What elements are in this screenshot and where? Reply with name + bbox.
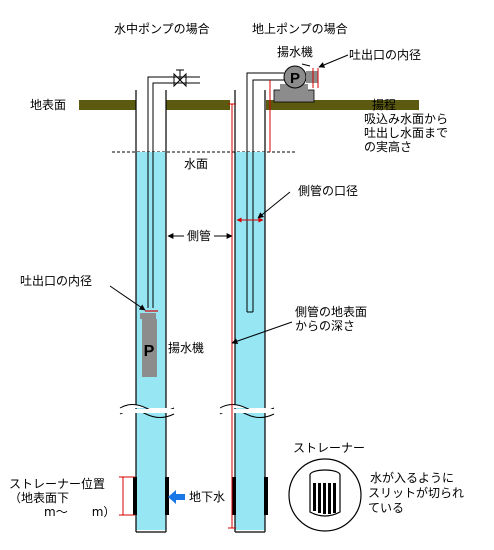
- surface-pump: P: [273, 65, 318, 103]
- label-groundwater: 地下水: [189, 490, 226, 504]
- ground-surface: [79, 100, 419, 110]
- label-slit-note-2: スリットが切られ: [368, 486, 465, 500]
- break-marks: [119, 404, 276, 418]
- label-water-surface: 水面: [184, 157, 209, 171]
- groundwater-arrow-icon: [168, 490, 185, 504]
- left-discharge-pipe: [147, 69, 200, 308]
- label-strainer-position-1: ストレーナー位置: [9, 477, 106, 491]
- label-ground-surface: 地表面: [30, 98, 67, 112]
- label-lift-height-2: 吸込み水面から: [364, 112, 449, 126]
- heading-submersible: 水中ポンプの場合: [114, 22, 210, 36]
- strainer-icon: [288, 458, 362, 532]
- pump-letter-left: P: [144, 343, 155, 360]
- casing-depth-dimension: [228, 103, 236, 529]
- pump-letter-right: P: [290, 70, 300, 87]
- label-lift-height-1: 揚程: [372, 98, 397, 112]
- label-outlet-diameter-left: 吐出口の内径: [20, 274, 93, 288]
- label-strainer-title: ストレーナー: [293, 441, 366, 455]
- right-suction-pipe: [246, 72, 284, 313]
- heading-surface-pump: 地上ポンプの場合: [252, 22, 348, 36]
- submersible-pump: P: [140, 313, 157, 377]
- strainer-position-dimension: [119, 476, 135, 516]
- right-well-water: [235, 152, 265, 530]
- label-strainer-position-2: （地表面下: [9, 491, 70, 505]
- label-pump-unit-top: 揚水機: [277, 45, 314, 59]
- label-casing-diameter: 側管の口径: [298, 184, 359, 198]
- label-casing-depth-2: からの深さ: [295, 319, 356, 333]
- outlet-diameter-mark-right: [312, 68, 319, 88]
- label-slit-note-3: ている: [368, 501, 405, 515]
- label-outlet-diameter-right: 吐出口の内径: [349, 48, 422, 62]
- label-casing: 側管: [187, 229, 212, 243]
- right-well: [232, 90, 268, 533]
- label-casing-depth-1: 側管の地表面: [295, 305, 368, 319]
- label-slit-note-1: 水が入るように: [370, 471, 455, 485]
- leader-lines: [109, 54, 349, 345]
- label-lift-height-3: 吐出し水面まで: [364, 126, 449, 140]
- label-pump-unit-bottom: 揚水機: [168, 341, 205, 355]
- label-strainer-position-3: m〜 m）: [44, 505, 116, 519]
- label-lift-height-4: の実高さ: [364, 140, 413, 154]
